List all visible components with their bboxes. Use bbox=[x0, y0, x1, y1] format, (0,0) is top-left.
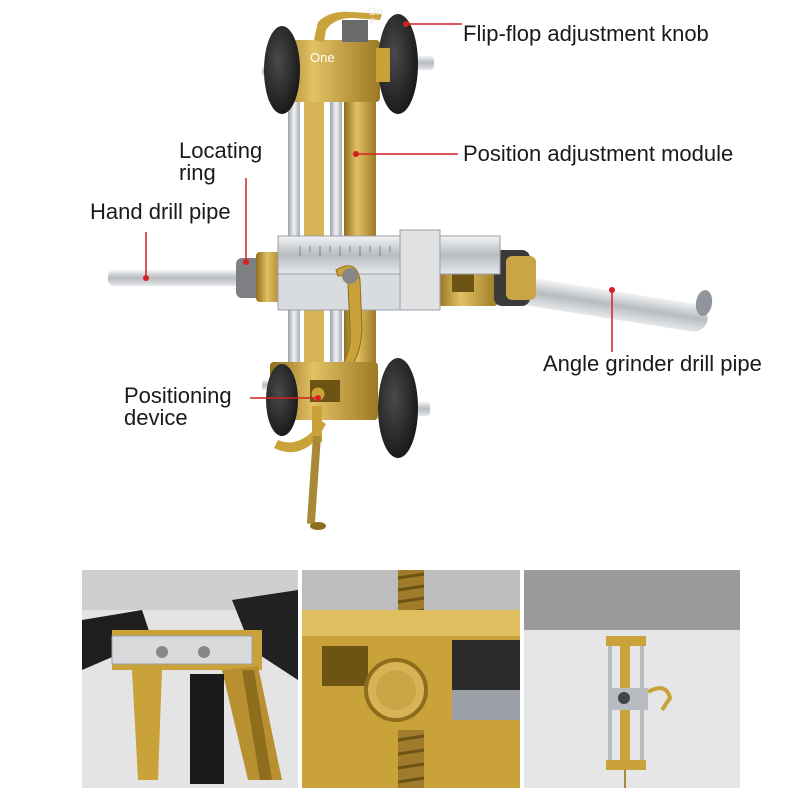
callout-positioning-device: Positioning device bbox=[124, 385, 232, 429]
callout-locating-ring: Locating ring bbox=[179, 140, 262, 184]
overlay-one-text: One bbox=[310, 50, 335, 65]
callout-hand-drill-pipe: Hand drill pipe bbox=[90, 199, 231, 224]
callout-flip-flop-knob: Flip-flop adjustment knob bbox=[463, 21, 709, 46]
overlay-on-text: On bbox=[368, 6, 383, 18]
product-illustration bbox=[108, 11, 713, 530]
detail-photo-frame bbox=[524, 570, 740, 788]
positioning-pin bbox=[306, 435, 321, 525]
callout-locating-ring-line1: Locating bbox=[179, 138, 263, 163]
callout-position-module: Position adjustment module bbox=[463, 141, 734, 166]
callout-locating-ring-line2: ring bbox=[179, 160, 216, 185]
detail-photo-clamp bbox=[82, 570, 298, 788]
bottom-right-knob bbox=[378, 358, 418, 458]
callout-positioning-device-line1: Positioning bbox=[124, 383, 232, 408]
slide-plate bbox=[277, 235, 501, 275]
hand-drill-pipe bbox=[108, 270, 258, 286]
flip-flop-adjustment-knob bbox=[378, 14, 418, 114]
detail-photo-gear bbox=[302, 570, 520, 788]
bottom-left-knob bbox=[266, 364, 298, 436]
callout-angle-grinder-pipe: Angle grinder drill pipe bbox=[543, 351, 762, 376]
top-left-knob bbox=[264, 26, 300, 114]
callout-positioning-device-line2: device bbox=[124, 405, 188, 430]
overlay-e-text: e bbox=[370, 15, 376, 25]
